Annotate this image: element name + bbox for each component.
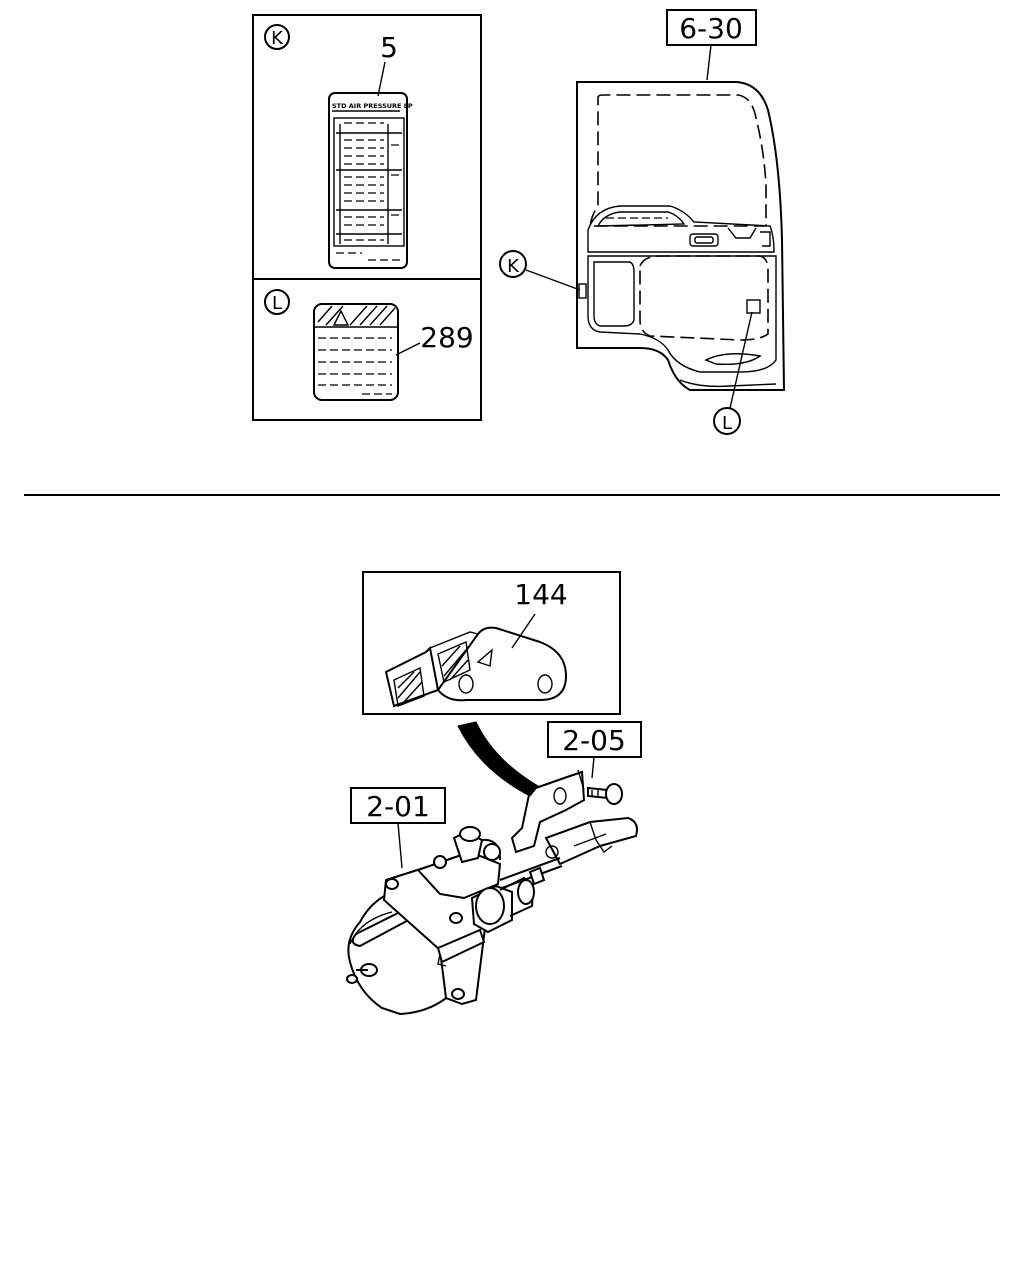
callout-part-144[interactable]: 144	[514, 578, 567, 611]
ref-box-6-30	[666, 9, 757, 46]
label-5-heading: STD AIR PRESSURE LP	[332, 102, 413, 110]
callout-ref-2-05[interactable]: 2-05	[562, 724, 626, 757]
ref-box-2-05	[547, 721, 642, 758]
pointer-l-marker	[713, 407, 741, 435]
warning-triangle-icon	[332, 309, 350, 326]
door-handle	[689, 233, 719, 247]
clutch-booster-assembly	[346, 769, 638, 1016]
warning-label-289[interactable]	[313, 303, 399, 401]
pointer-k-letter: K	[507, 256, 520, 277]
bracket-hole	[458, 674, 474, 694]
callout-ref-6-30[interactable]: 6-30	[679, 12, 743, 45]
cab-door: 6-30 K L	[499, 9, 786, 435]
location-l	[746, 299, 761, 314]
leader-line-289	[395, 342, 421, 356]
label-sticker-5[interactable]: STD AIR PRESSURE LP	[328, 92, 413, 269]
detail-l-panel: L 289	[252, 278, 482, 421]
bracket-144[interactable]	[384, 626, 568, 708]
bracket-hole	[537, 674, 553, 694]
leader-line-144	[511, 613, 536, 649]
callout-part-289[interactable]: 289	[420, 321, 473, 354]
leader-line-5	[377, 61, 386, 97]
valve-nut	[433, 855, 447, 869]
leader-line-6-30	[706, 44, 712, 81]
bolt	[587, 783, 623, 805]
detail-k-marker	[264, 24, 290, 50]
callout-ref-2-01[interactable]: 2-01	[366, 790, 430, 823]
pointer-k-marker	[499, 250, 527, 278]
detail-k-letter: K	[271, 28, 284, 49]
detail-l-marker	[264, 289, 290, 315]
indicator-arrow	[457, 721, 539, 797]
pointer-l-letter: L	[722, 413, 732, 434]
location-k	[578, 283, 587, 299]
detail-bracket-panel: 144	[362, 571, 621, 797]
callout-part-5[interactable]: 5	[380, 31, 398, 64]
detail-l-letter: L	[272, 293, 282, 314]
detail-k-panel: K 5 STD AIR PRESSURE LP	[252, 14, 482, 280]
